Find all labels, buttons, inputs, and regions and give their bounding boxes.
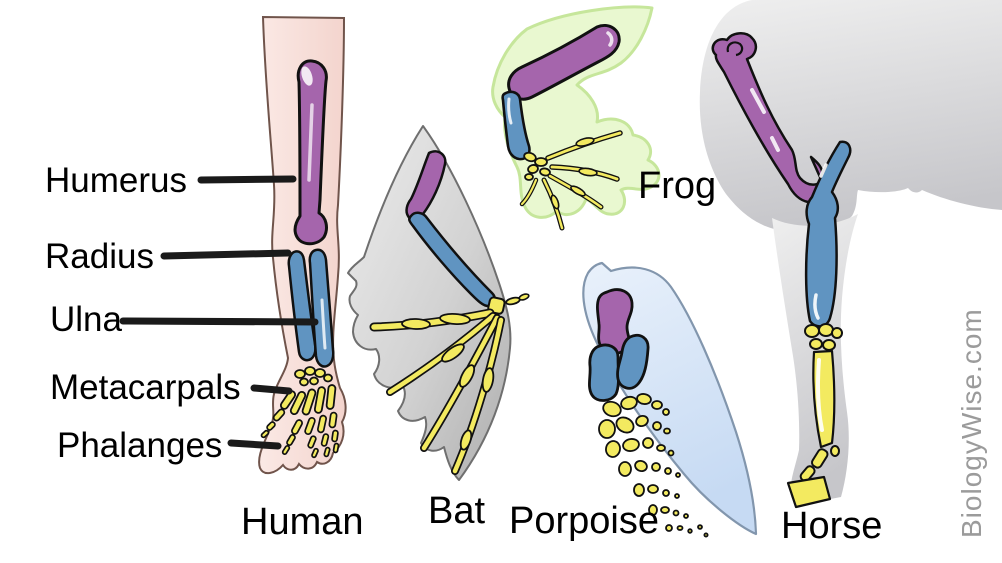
horse-humerus-curl: [726, 41, 744, 57]
human-phalange-bones: [260, 408, 340, 459]
human-figure: [258, 15, 347, 475]
metacarpals-label: Metacarpals: [50, 368, 241, 407]
phalanges-label: Phalanges: [57, 426, 223, 465]
porpoise-caption: Porpoise: [509, 500, 659, 542]
frog-caption: Frog: [638, 165, 717, 207]
frog-finger-joint-bones: [550, 137, 598, 210]
frog-carpal-bones: [523, 151, 551, 181]
frog-radius-highlight: [507, 97, 513, 125]
human-humerus-shaft-highlight: [307, 103, 314, 182]
human-radius-bone: [287, 250, 317, 362]
ulna-label: Ulna: [50, 300, 122, 339]
human-humerus-highlight: [301, 66, 313, 86]
bat-figure: [347, 125, 530, 481]
bat-thumb-tip-bone: [518, 293, 530, 301]
radius-label: Radius: [45, 237, 154, 276]
bat-caption: Bat: [428, 490, 486, 532]
porpoise-ulna-bone: [616, 333, 650, 390]
horse-humerus-highlight: [750, 88, 780, 152]
porpoise-digit-bones: [598, 393, 709, 538]
horse-figure: [699, 0, 1002, 509]
bat-finger-joint-bones: [401, 313, 495, 451]
horse-caption: Horse: [781, 505, 883, 547]
horse-body-silhouette: [699, 0, 1002, 233]
porpoise-figure: [582, 261, 758, 538]
frog-humerus-highlight: [606, 31, 614, 47]
horse-radius-highlight: [813, 163, 828, 320]
horse-cannon-highlight: [816, 358, 824, 432]
horse-pastern-bone: [810, 448, 829, 469]
leader-lines: [119, 175, 319, 450]
horse-sesamoid-bone: [830, 445, 840, 457]
frog-humerus-bone: [507, 24, 621, 101]
horse-carpal-bones: [804, 323, 843, 351]
human-ulna-highlight: [320, 298, 327, 350]
human-metacarpal-bones: [279, 384, 337, 416]
bat-thumb-bone: [505, 296, 521, 306]
humerus-label: Humerus: [45, 161, 187, 200]
ulna-leader-line: [119, 317, 319, 326]
frog-figure: [491, 5, 661, 231]
bat-wing-membrane: [347, 125, 512, 481]
metacarpals-leader-line: [250, 384, 293, 395]
radius-leader-line: [160, 249, 292, 260]
humerus-leader-line: [197, 175, 297, 184]
horse-hoof-bone: [786, 475, 832, 509]
porpoise-radius-bone: [588, 343, 620, 402]
human-caption: Human: [241, 501, 364, 543]
watermark-text: BiologyWise.com: [956, 308, 987, 538]
phalanges-leader-line: [227, 439, 282, 450]
horse-radius-bone: [804, 140, 852, 328]
human-carpal-bones: [294, 366, 333, 387]
